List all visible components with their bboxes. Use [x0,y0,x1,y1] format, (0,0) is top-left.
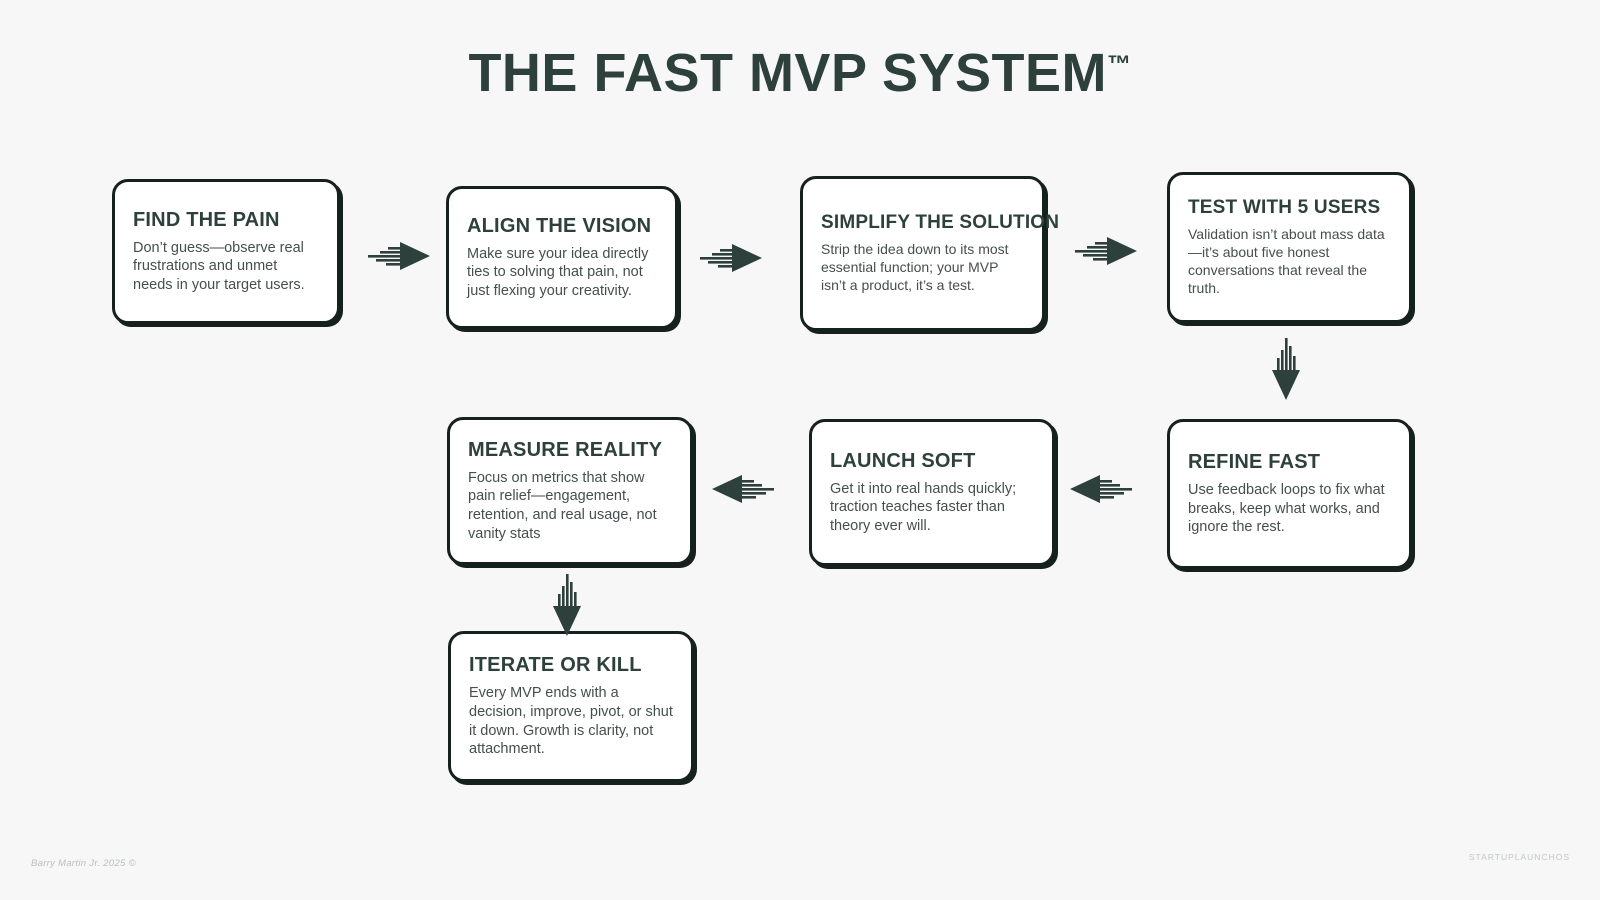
step-description: Focus on metrics that show pain relief—e… [468,469,657,542]
step-title: SIMPLIFY THE SOLUTION [821,212,1060,234]
step-description: Get it into real hands quickly; traction… [830,480,1017,534]
step-title: ALIGN THE VISION [467,214,652,237]
page-title: THE FAST MVP SYSTEM™ [0,42,1600,104]
step-card-iterate-or-kill[interactable]: ITERATE OR KILL Every MVP ends with a de… [448,631,694,782]
step-description: Every MVP ends with a decision, improve,… [469,685,673,758]
step-title: ITERATE OR KILL [469,654,642,677]
arrow-right-icon [692,240,764,276]
step-description: Don’t guess—observe real frustrations an… [133,239,305,293]
arrow-left-icon [1068,471,1140,507]
arrow-right-icon [360,238,432,274]
step-description: Validation isn’t about mass data—it’s ab… [1188,226,1385,296]
arrow-down-icon [549,566,585,638]
page-title-text: THE FAST MVP SYSTEM [468,43,1108,103]
step-title: MEASURE REALITY [468,438,663,461]
step-title: TEST WITH 5 USERS [1188,197,1381,219]
step-title: LAUNCH SOFT [830,449,976,472]
step-description: Strip the idea down to its most essentia… [821,241,1009,293]
step-card-align-the-vision[interactable]: ALIGN THE VISION Make sure your idea dir… [446,186,678,329]
trademark-symbol: ™ [1107,51,1132,78]
arrow-left-icon [710,471,782,507]
footer-credit: Barry Martin Jr. 2025 © [31,858,136,869]
step-card-find-the-pain[interactable]: FIND THE PAIN Don’t guess—observe real f… [112,179,340,324]
step-description: Use feedback loops to fix what breaks, k… [1188,482,1385,536]
step-card-test-with-5-users[interactable]: TEST WITH 5 USERS Validation isn’t about… [1167,172,1412,323]
footer-brand: STARTUPLAUNCHOS [1468,852,1570,862]
arrow-right-icon [1067,233,1139,269]
step-title: FIND THE PAIN [133,208,280,231]
step-description: Make sure your idea directly ties to sol… [467,245,649,299]
step-title: REFINE FAST [1188,451,1321,474]
step-card-measure-reality[interactable]: MEASURE REALITY Focus on metrics that sh… [447,417,693,565]
step-card-refine-fast[interactable]: REFINE FAST Use feedback loops to fix wh… [1167,419,1412,569]
step-card-simplify-the-solution[interactable]: SIMPLIFY THE SOLUTION Strip the idea dow… [800,176,1060,331]
arrow-down-icon [1268,330,1304,402]
step-card-launch-soft[interactable]: LAUNCH SOFT Get it into real hands quick… [809,419,1055,566]
